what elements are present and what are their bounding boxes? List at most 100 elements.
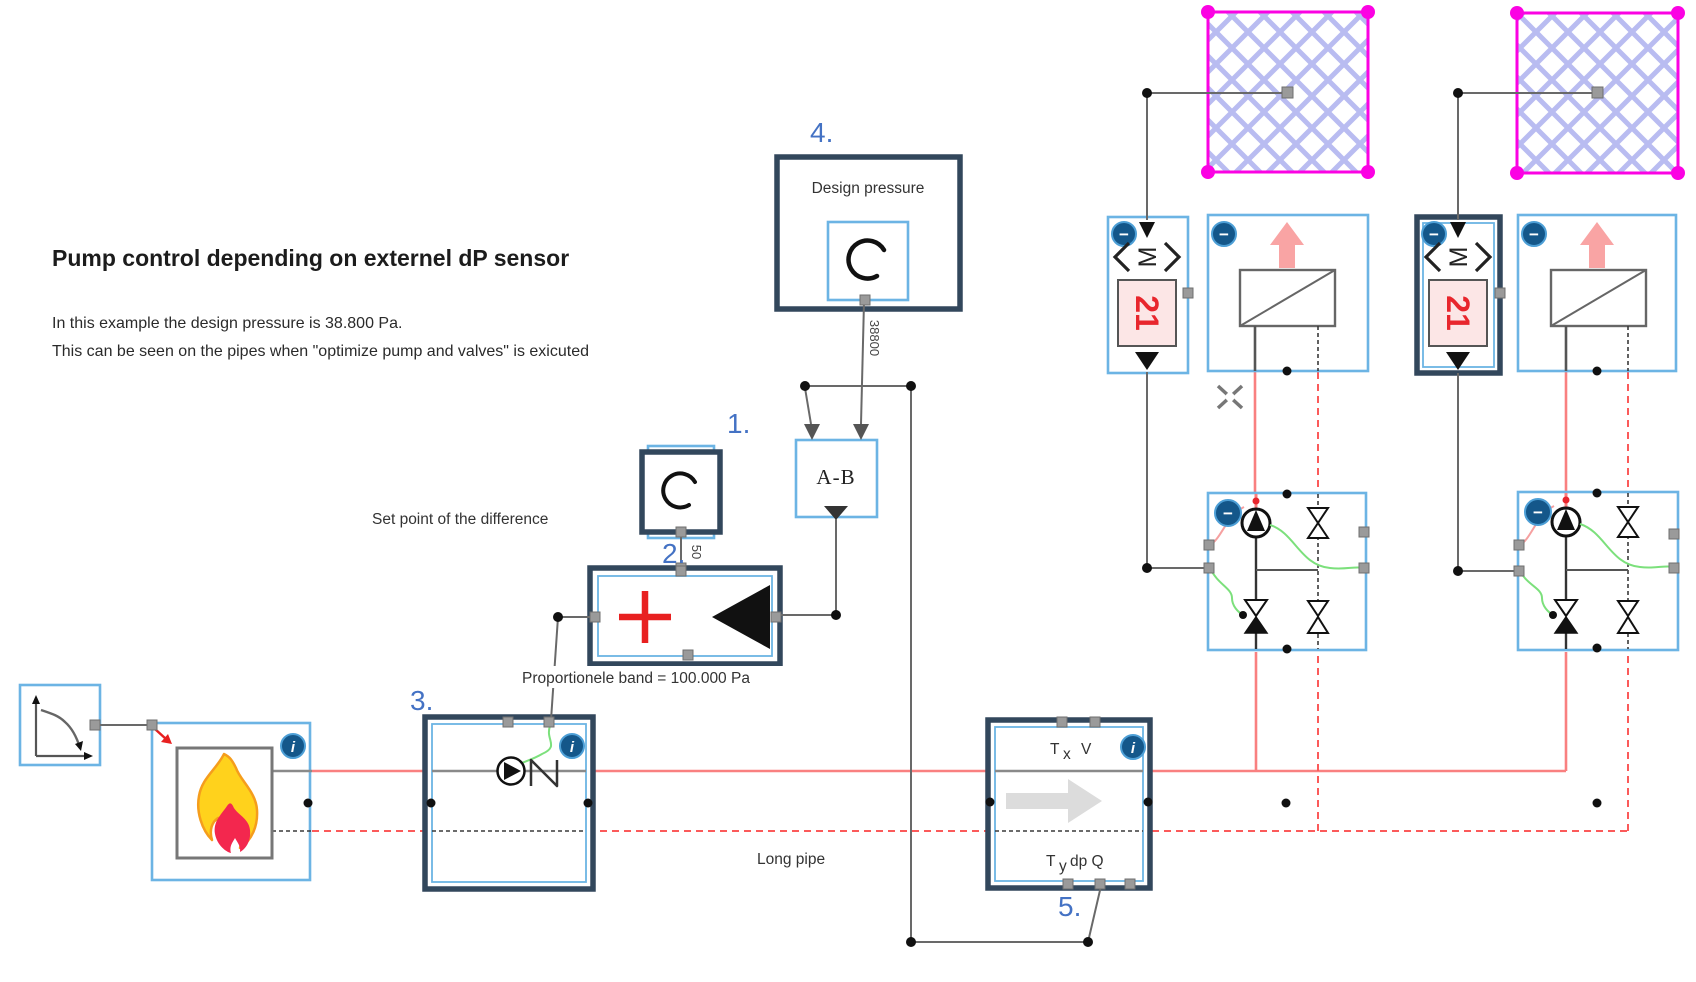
minus-badge-glyph: −: [1429, 225, 1439, 244]
setpoint-caption: Set point of the difference: [372, 511, 548, 528]
design-pressure-signal-value: 38800: [867, 320, 882, 356]
radiator-block-1[interactable]: −: [1206, 213, 1370, 373]
valve-assembly-block-2[interactable]: −: [1516, 490, 1680, 652]
motor-symbol-icon: M: [1112, 241, 1182, 273]
boiler-block[interactable]: i: [150, 721, 312, 882]
thermostat-setpoint: 21: [1440, 295, 1476, 331]
annotation-1: 1.: [727, 408, 750, 439]
info-badge[interactable]: [559, 733, 585, 759]
description-line-2: This can be seen on the pipes when "opti…: [52, 343, 589, 360]
dp-sensor-feedback-wire[interactable]: [910, 386, 1102, 943]
minus-badge-glyph: −: [1219, 225, 1229, 244]
zone1-wire[interactable]: [1146, 92, 1282, 220]
page-title: Pump control depending on externel dP se…: [52, 245, 569, 271]
annotation-3: 3.: [410, 685, 433, 716]
pump-icon: [1550, 506, 1582, 538]
zone2-wire[interactable]: [1457, 92, 1592, 220]
plus-icon: [619, 591, 671, 643]
minus-badge[interactable]: [1521, 221, 1547, 247]
balance-valve-icon: [1243, 599, 1269, 634]
output-port-icon: [1135, 352, 1159, 370]
pump-block[interactable]: i: [422, 714, 596, 892]
check-valve-icon: [529, 758, 559, 788]
valve-assembly-block-1[interactable]: −: [1206, 491, 1368, 652]
radiator-icon: [1239, 269, 1336, 327]
regulation-valve-icon: [1616, 600, 1640, 634]
output-port-icon: [824, 506, 848, 520]
flame-icon: [197, 752, 259, 853]
motor-symbol-icon: M: [1423, 241, 1493, 273]
svg-text:M: M: [1134, 247, 1162, 268]
info-badge-glyph: i: [291, 739, 296, 756]
info-badge[interactable]: [280, 733, 306, 759]
valve-signal-wire: [1519, 570, 1554, 616]
setpoint-signal-value: 50: [689, 545, 704, 559]
radiator-icon: [1550, 269, 1647, 327]
port-label-tx-sub: x: [1063, 746, 1071, 763]
amplifier-icon: [712, 585, 770, 649]
annotation-5: 5.: [1058, 891, 1081, 922]
heat-arrow-icon: [1270, 222, 1304, 268]
minus-badge[interactable]: [1421, 221, 1447, 247]
output-port-icon: [1446, 352, 1470, 370]
info-badge-glyph: i: [1131, 740, 1136, 757]
arrowhead-icon: [1139, 222, 1155, 238]
dial-icon: [846, 238, 887, 281]
thermostat-setpoint: 21: [1129, 295, 1165, 331]
port-label-ty-sub: y: [1059, 858, 1067, 875]
thermostat-block-2[interactable]: − M 21: [1414, 214, 1503, 376]
design-pressure-block[interactable]: Design pressure: [774, 154, 963, 312]
info-badge[interactable]: [1120, 734, 1146, 760]
long-pipe-block[interactable]: T x V T y dp Q i: [985, 717, 1153, 891]
minus-badge[interactable]: [1524, 498, 1552, 526]
control-valve-icon: [1306, 507, 1330, 539]
port-label-ty: T: [1046, 853, 1056, 870]
annotation-2: 2.: [662, 538, 685, 569]
proportional-band-caption: Proportionele band = 100.000 Pa: [522, 670, 750, 687]
design-pressure-wire[interactable]: [860, 301, 865, 425]
arrowhead-icon: [804, 424, 820, 440]
minus-badge-glyph: −: [1223, 504, 1233, 523]
minus-badge-glyph: −: [1529, 225, 1539, 244]
junction-wire[interactable]: [804, 385, 911, 425]
minus-badge-glyph: −: [1119, 225, 1129, 244]
arrowhead-icon: [853, 424, 869, 440]
minus-badge[interactable]: [1214, 499, 1242, 527]
regulation-valve-icon: [1306, 600, 1330, 634]
minus-badge-glyph: −: [1533, 503, 1543, 522]
thermostat2-valve-wire[interactable]: [1457, 373, 1514, 572]
heating-curve-block[interactable]: [18, 683, 102, 767]
port-label-v: V: [1081, 741, 1092, 758]
outdoor-signal-arrow-icon: [154, 728, 172, 744]
radiator-block-2[interactable]: −: [1516, 213, 1678, 373]
junction-nodes: [303, 88, 1602, 947]
signal-wires[interactable]: [100, 92, 1592, 943]
design-pressure-label: Design pressure: [812, 180, 925, 197]
long-pipe-caption: Long pipe: [757, 851, 825, 868]
thermostat-block-1[interactable]: − M 21: [1106, 215, 1190, 375]
pump-icon: [496, 756, 526, 786]
pump-feedback-wire: [1269, 524, 1364, 570]
description-line-1: In this example the design pressure is 3…: [52, 315, 402, 332]
minus-badge[interactable]: [1211, 221, 1237, 247]
difference-label: A-B: [816, 465, 855, 489]
ab-to-controller-wire[interactable]: [778, 519, 837, 616]
heating-curve-icon: [32, 695, 93, 760]
setpoint-dial-block[interactable]: [639, 444, 723, 540]
dial-icon: [661, 471, 697, 510]
disconnect-x-icon: [1216, 384, 1244, 410]
control-valve-icon: [1616, 506, 1640, 538]
difference-block[interactable]: A-B: [794, 438, 879, 520]
pump-feedback-wire: [1579, 523, 1674, 569]
annotation-4: 4.: [810, 117, 833, 148]
heat-arrow-icon: [1580, 222, 1614, 268]
flow-arrow-icon: [1006, 779, 1102, 823]
port-label-dpq: dp Q: [1070, 853, 1104, 870]
thermostat1-valve-wire[interactable]: [1146, 372, 1204, 569]
connector-handles[interactable]: [89, 86, 1680, 890]
arrowhead-icon: [1450, 222, 1466, 238]
valve-signal-wire: [1209, 567, 1244, 616]
svg-text:M: M: [1445, 247, 1473, 268]
proportional-controller-block[interactable]: [587, 565, 783, 667]
